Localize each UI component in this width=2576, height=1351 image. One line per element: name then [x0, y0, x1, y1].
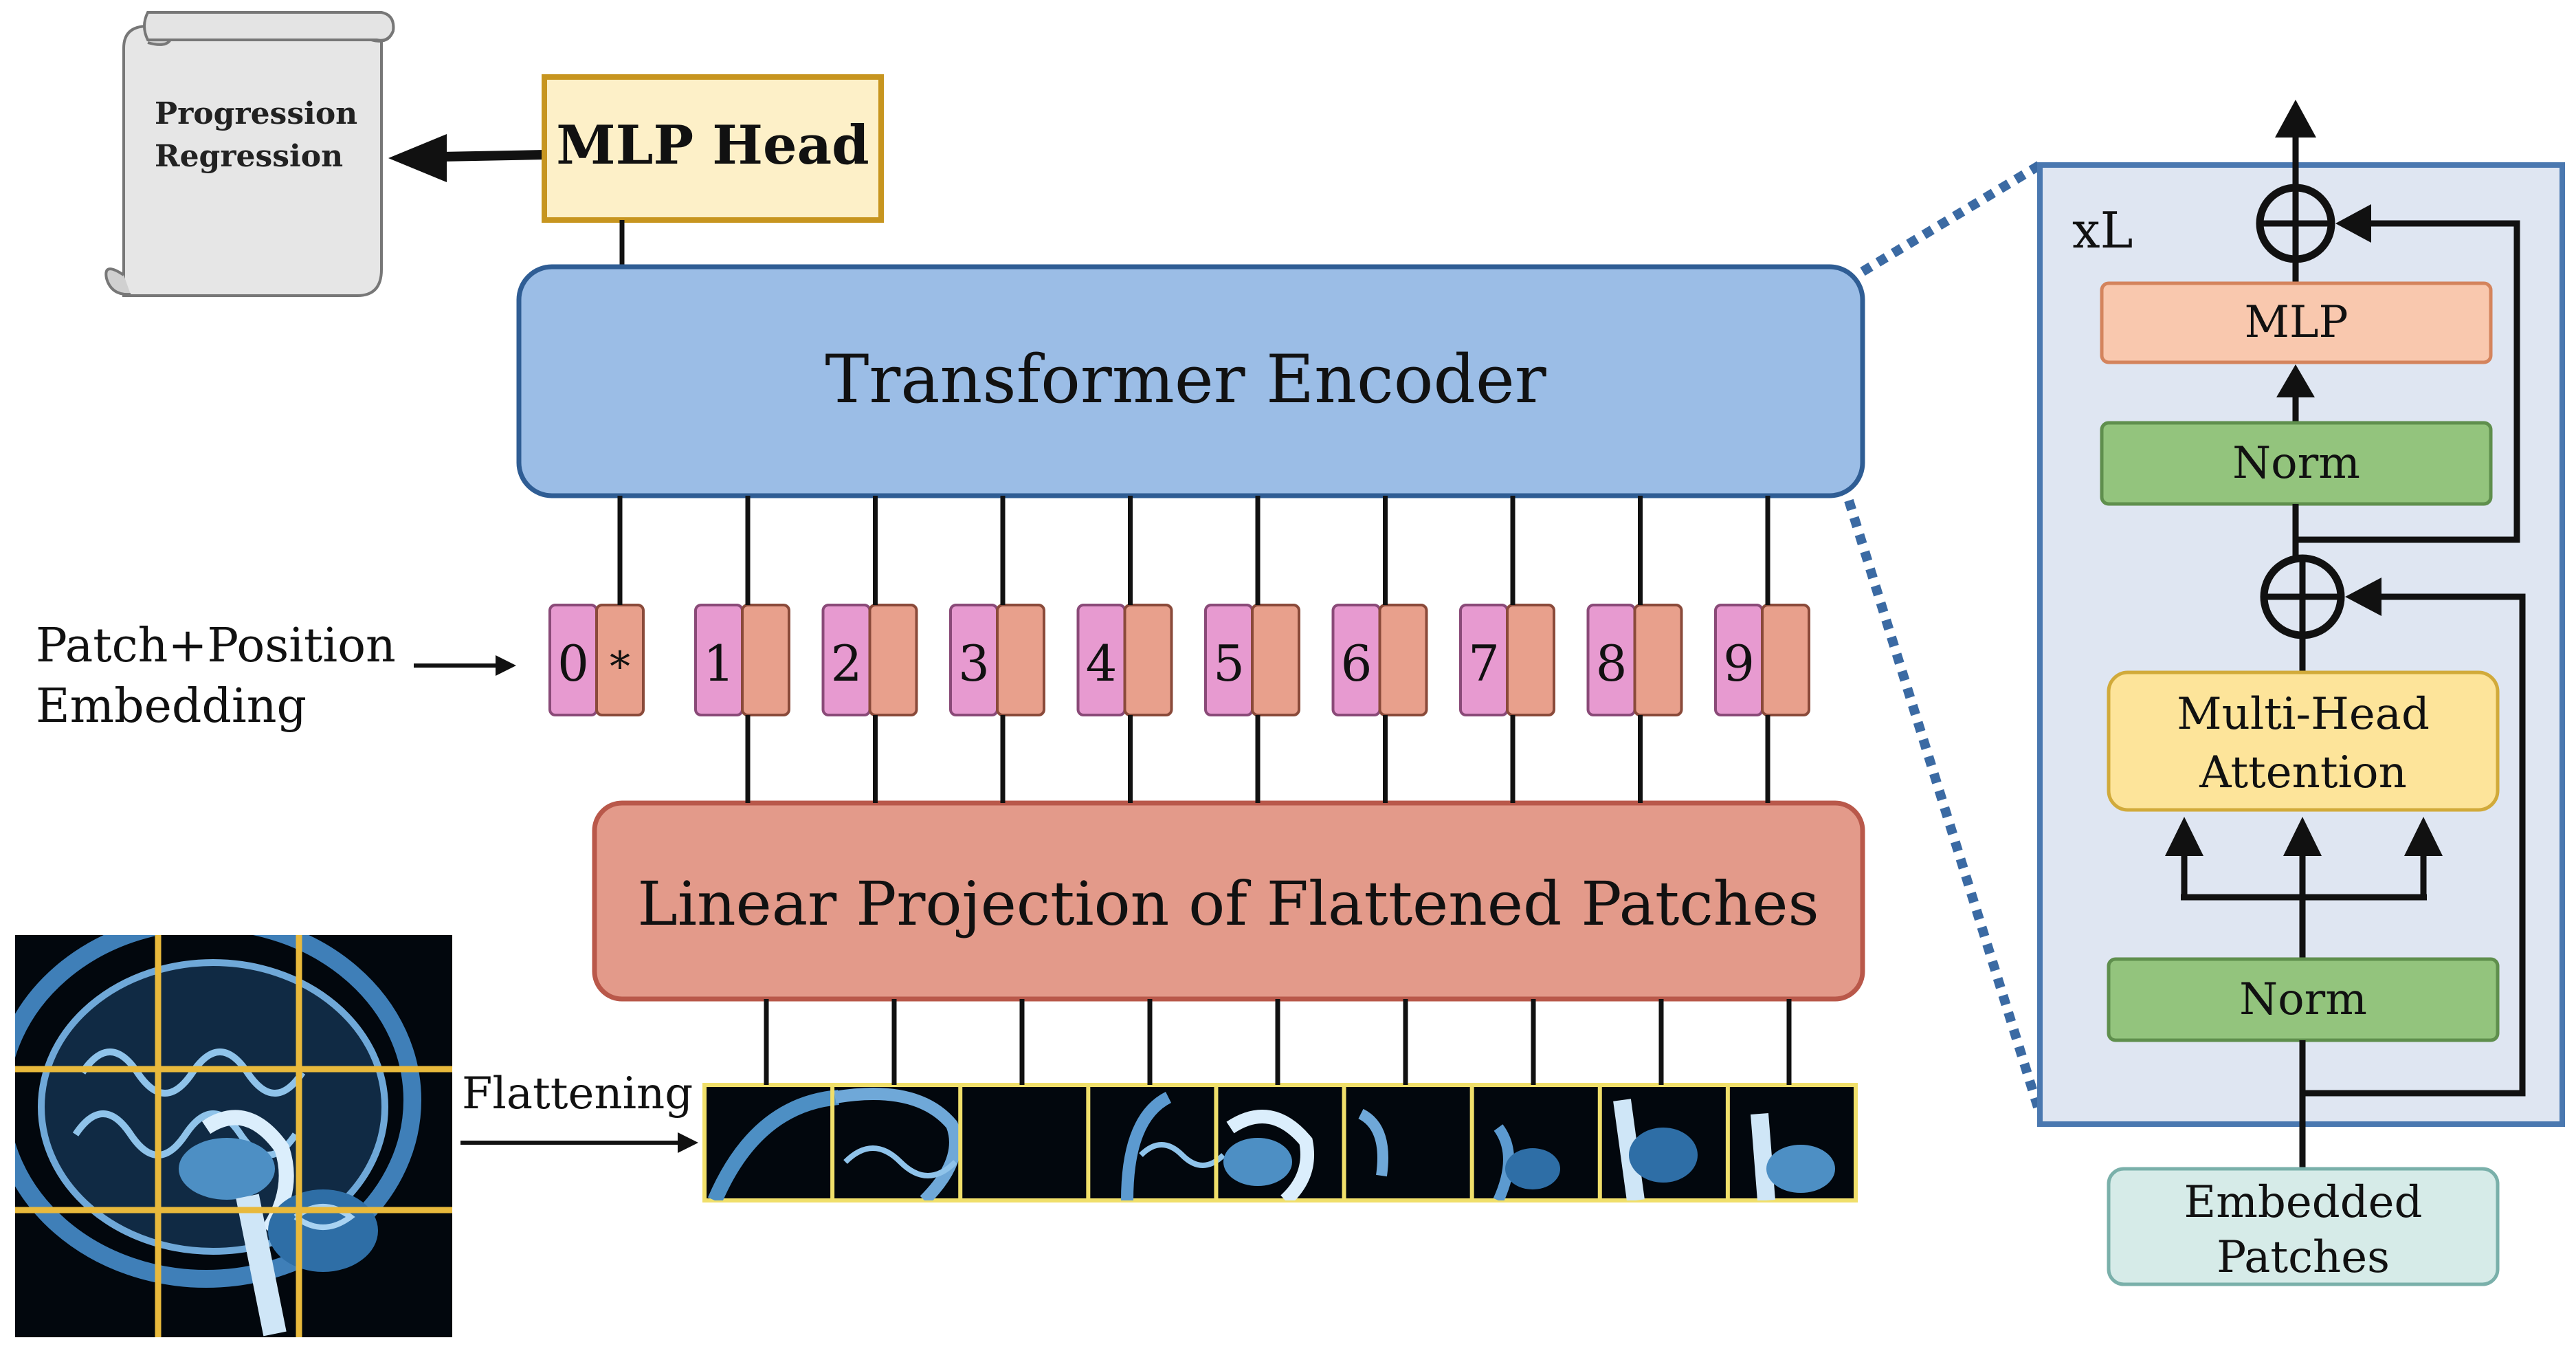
patch-token: 1	[694, 604, 790, 716]
norm-bottom-box: Norm	[2107, 957, 2500, 1042]
patch-token: 3	[949, 604, 1045, 716]
patch-token: 4	[1076, 604, 1173, 716]
residual-add-bottom-icon	[2260, 554, 2345, 639]
class-token-index: 0	[557, 635, 589, 692]
flattened-patch-strip	[702, 1083, 1858, 1202]
embedding-label-group: Patch+Position Embedding	[36, 619, 516, 734]
encoder-block-detail: xL MLP Norm	[2037, 100, 2565, 1286]
patch-token: 6	[1331, 604, 1428, 716]
linear-projection-box: Linear Projection of Flattened Patches	[592, 800, 1865, 1002]
patch-token-index: 7	[1468, 635, 1500, 692]
patch-token-index: 5	[1213, 635, 1245, 692]
residual-add-top-icon	[2256, 184, 2335, 263]
mlp-head-output-arrow	[388, 134, 545, 182]
embedding-label-line2: Embedding	[36, 679, 307, 734]
patch-token-index: 6	[1341, 635, 1373, 692]
mlp-head-label: MLP Head	[556, 114, 869, 177]
transformer-encoder-box: Transformer Encoder	[516, 264, 1865, 498]
class-token-marker: *	[610, 643, 630, 691]
multi-head-attention-box: Multi-Head Attention	[2107, 670, 2500, 812]
token-connector-lines	[617, 496, 1792, 1085]
flattening-arrow-group: Flattening	[460, 1068, 698, 1153]
patch-token: 9	[1714, 604, 1810, 716]
patch-token-index: 8	[1596, 635, 1628, 692]
flattening-label: Flattening	[462, 1068, 693, 1119]
embedded-patches-box: Embedded Patches	[2107, 1167, 2500, 1286]
patch-strip-dividers	[830, 1085, 1730, 1200]
embedded-patches-label-line2: Patches	[2217, 1232, 2390, 1283]
patch-token: 5	[1204, 604, 1300, 716]
scroll-text-regression: Regression	[155, 139, 343, 174]
encoder-block-repeat-label: xL	[2072, 201, 2133, 259]
patch-token-index: 3	[958, 635, 990, 692]
mlp-head-box: MLP Head	[542, 74, 884, 223]
embedded-patches-label-line1: Embedded	[2184, 1177, 2422, 1228]
mlp-label: MLP	[2244, 297, 2348, 348]
zoom-dotted-lines	[1844, 160, 2045, 1116]
mlp-box: MLP	[2100, 281, 2493, 364]
embedding-label-line1: Patch+Position	[36, 619, 396, 673]
patch-token: 2	[821, 604, 918, 716]
transformer-encoder-label: Transformer Encoder	[825, 341, 1546, 418]
mri-brain-image	[15, 935, 452, 1337]
patch-token: 7	[1459, 604, 1555, 716]
norm-top-label: Norm	[2232, 438, 2360, 489]
norm-bottom-label: Norm	[2239, 974, 2367, 1025]
patch-token-index: 4	[1086, 635, 1118, 692]
linear-projection-label: Linear Projection of Flattened Patches	[637, 868, 1819, 939]
class-token: 0*	[548, 604, 645, 716]
patch-token: 8	[1586, 604, 1683, 716]
output-scroll: Progression Regression	[104, 11, 395, 297]
attention-label-line1: Multi-Head	[2177, 689, 2430, 740]
scroll-text-progression: Progression	[155, 96, 357, 131]
patch-token-index: 1	[703, 635, 735, 692]
patch-token-index: 9	[1723, 635, 1755, 692]
attention-label-line2: Attention	[2199, 747, 2407, 798]
patch-token-index: 2	[831, 635, 863, 692]
norm-top-box: Norm	[2100, 421, 2493, 506]
